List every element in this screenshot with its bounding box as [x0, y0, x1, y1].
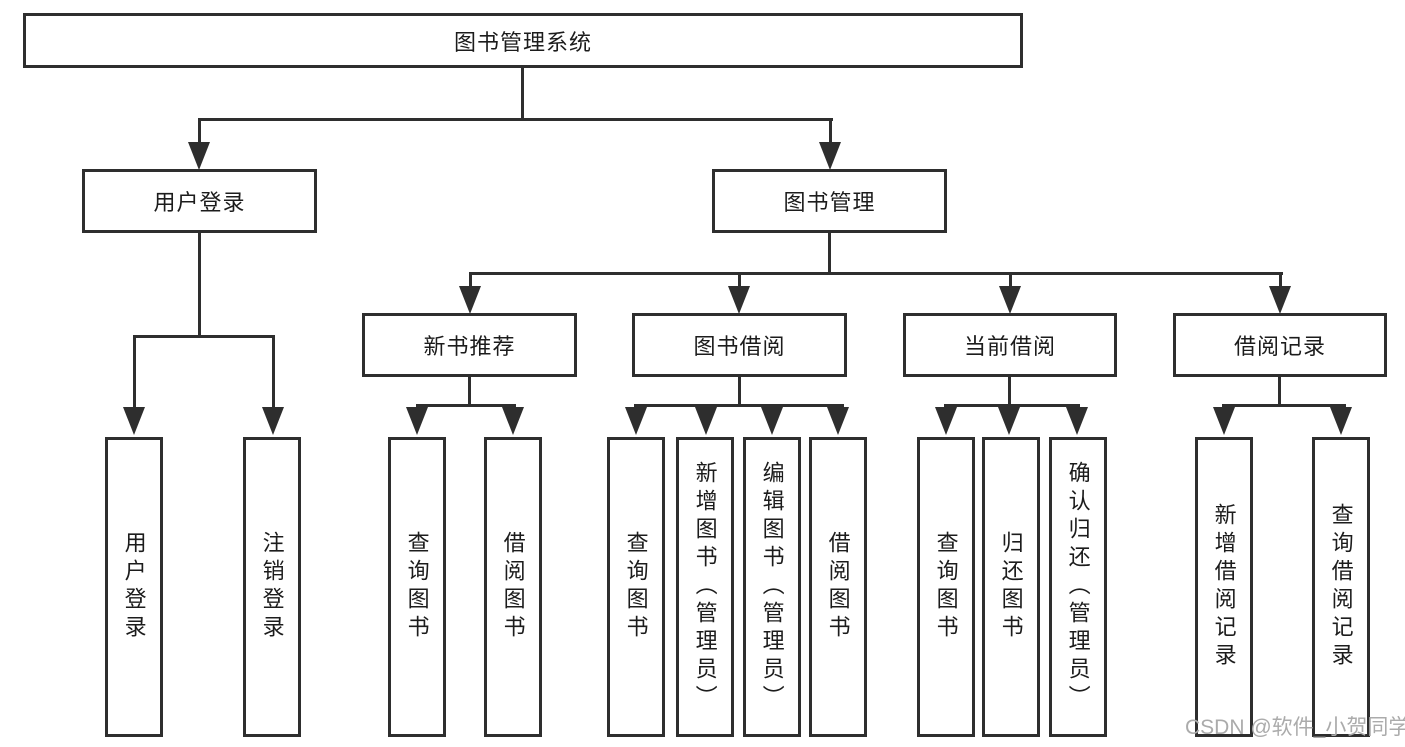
connector-record-vertical: [1278, 377, 1281, 405]
node-leaf-query-book-borrow: 查询图书: [607, 437, 665, 737]
arrow-down-icon: [1330, 407, 1352, 435]
connector-logout-stem: [272, 335, 275, 408]
arrow-down-icon: [935, 407, 957, 435]
leaf-label: 注销登录: [259, 531, 285, 643]
arrow-down-icon: [123, 407, 145, 435]
leaf-label: 确认归还（管理员）: [1065, 461, 1091, 713]
arrow-down-icon: [459, 286, 481, 314]
arrow-down-icon: [1213, 407, 1235, 435]
leaf-label: 查询图书: [623, 531, 649, 643]
connector-current-stem: [1009, 272, 1012, 288]
leaf-label: 查询图书: [933, 531, 959, 643]
arrow-down-icon: [625, 407, 647, 435]
arrow-down-icon: [999, 286, 1021, 314]
leaf-label: 归还图书: [998, 531, 1024, 643]
connector-borrow-vertical: [738, 377, 741, 405]
connector-current-vertical: [1008, 377, 1011, 405]
arrow-down-icon: [1269, 286, 1291, 314]
node-new-book-recommend: 新书推荐: [362, 313, 577, 377]
arrow-down-icon: [262, 407, 284, 435]
node-leaf-query-borrow-record: 查询借阅记录: [1312, 437, 1370, 737]
connector-borrow-horizontal: [634, 404, 844, 407]
node-leaf-confirm-return-admin: 确认归还（管理员）: [1049, 437, 1107, 737]
connector-record-horizontal: [1222, 404, 1346, 407]
connector-login-stem: [133, 335, 136, 408]
leaf-label: 新增借阅记录: [1211, 503, 1237, 671]
connector-level2-horizontal: [198, 118, 833, 121]
connector-root-stem: [521, 68, 524, 120]
connector-login-vertical: [198, 233, 201, 337]
arrow-down-icon: [998, 407, 1020, 435]
leaf-label: 查询图书: [404, 531, 430, 643]
leaf-label: 借阅图书: [500, 531, 526, 643]
arrow-down-icon: [406, 407, 428, 435]
connector-record-stem: [1279, 272, 1282, 288]
node-user-login: 用户登录: [82, 169, 317, 233]
node-leaf-query-book-recommend: 查询图书: [388, 437, 446, 737]
node-leaf-borrow-book: 借阅图书: [809, 437, 867, 737]
arrow-down-icon: [1066, 407, 1088, 435]
arrow-down-icon: [827, 407, 849, 435]
connector-login-horizontal: [133, 335, 275, 338]
node-leaf-query-book-current: 查询图书: [917, 437, 975, 737]
arrow-down-icon: [819, 142, 841, 170]
leaf-label: 查询借阅记录: [1328, 503, 1354, 671]
connector-current-horizontal: [944, 404, 1080, 407]
node-book-borrow: 图书借阅: [632, 313, 847, 377]
csdn-watermark: CSDN @软件_小贺同学: [1185, 716, 1405, 739]
node-leaf-user-login: 用户登录: [105, 437, 163, 737]
arrow-down-icon: [695, 407, 717, 435]
leaf-label: 新增图书（管理员）: [692, 461, 718, 713]
connector-recommend-horizontal: [416, 404, 516, 407]
node-leaf-borrow-book-recommend: 借阅图书: [484, 437, 542, 737]
node-book-management: 图书管理: [712, 169, 947, 233]
connector-mgmt-vertical: [828, 233, 831, 274]
node-leaf-add-borrow-record: 新增借阅记录: [1195, 437, 1253, 737]
connector-recommend-stem: [469, 272, 472, 288]
node-leaf-return-book: 归还图书: [982, 437, 1040, 737]
node-leaf-add-book-admin: 新增图书（管理员）: [676, 437, 734, 737]
connector-user-login-stem: [198, 118, 201, 144]
connector-level3-horizontal: [469, 272, 1283, 275]
arrow-down-icon: [188, 142, 210, 170]
node-root: 图书管理系统: [23, 13, 1023, 68]
node-borrow-record: 借阅记录: [1173, 313, 1387, 377]
leaf-label: 借阅图书: [825, 531, 851, 643]
connector-recommend-vertical: [468, 377, 471, 405]
node-leaf-logout: 注销登录: [243, 437, 301, 737]
connector-borrow-stem: [738, 272, 741, 288]
node-current-borrow: 当前借阅: [903, 313, 1117, 377]
arrow-down-icon: [728, 286, 750, 314]
leaf-label: 编辑图书（管理员）: [759, 461, 785, 713]
connector-book-mgmt-stem: [829, 118, 832, 144]
arrow-down-icon: [761, 407, 783, 435]
leaf-label: 用户登录: [121, 531, 147, 643]
node-leaf-edit-book-admin: 编辑图书（管理员）: [743, 437, 801, 737]
arrow-down-icon: [502, 407, 524, 435]
